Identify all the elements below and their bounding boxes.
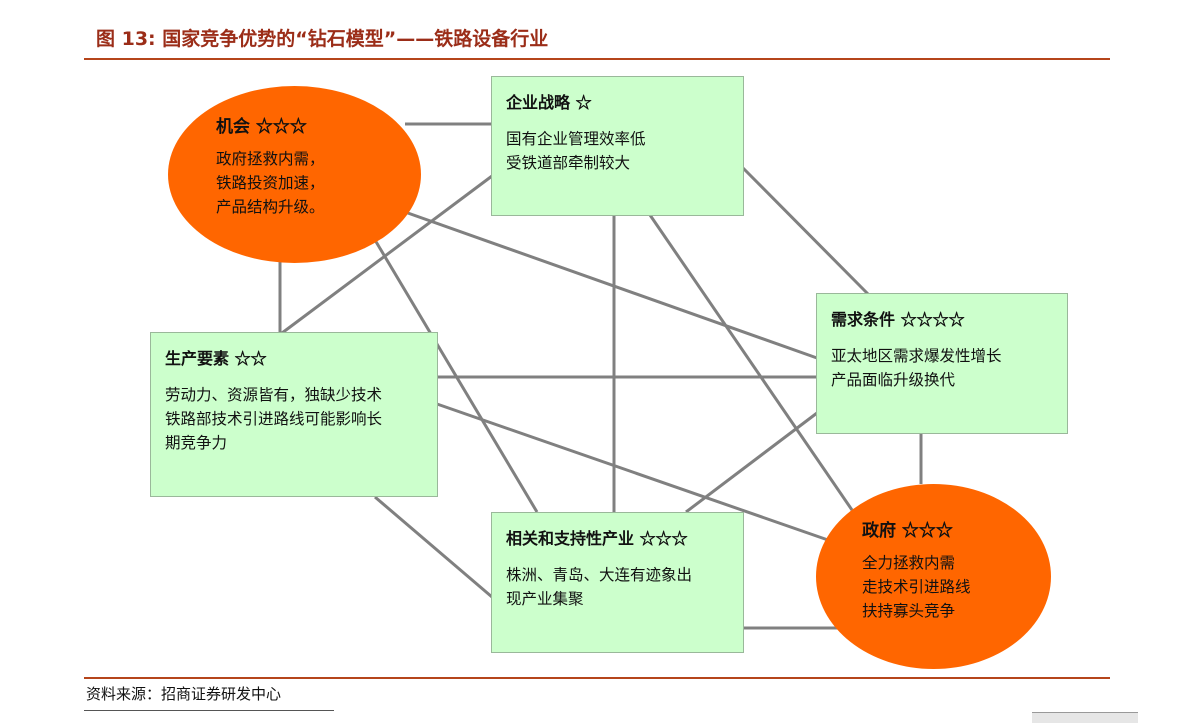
government-line: 全力拯救内需 — [862, 554, 956, 572]
footer-divider — [84, 677, 1110, 679]
opportunity-line: 铁路投资加速， — [216, 174, 325, 192]
demand-title: 需求条件 ☆☆☆☆ — [831, 310, 965, 329]
factors-line: 劳动力、资源皆有，独缺少技术 — [165, 386, 383, 404]
strategy-body: 国有企业管理效率低 受铁道部牵制较大 — [506, 127, 729, 175]
government-body: 全力拯救内需 走技术引进路线 扶持寡头竞争 — [862, 551, 1051, 623]
connector-strategy-government — [648, 214, 854, 511]
demand-box: 需求条件 ☆☆☆☆ 亚太地区需求爆发性增长 产品面临升级换代 — [816, 293, 1068, 434]
factors-line: 期竞争力 — [165, 434, 228, 452]
factors-body: 劳动力、资源皆有，独缺少技术 铁路部技术引进路线可能影响长 期竞争力 — [165, 383, 423, 455]
government-line: 扶持寡头竞争 — [862, 602, 956, 620]
page-corner-mark — [1032, 712, 1138, 723]
related-title: 相关和支持性产业 ☆☆☆ — [506, 529, 688, 548]
opportunity-title: 机会 ☆☆☆ — [216, 117, 307, 137]
strategy-line: 国有企业管理效率低 — [506, 130, 646, 148]
figure-title: 图 13: 国家竞争优势的“钻石模型”——铁路设备行业 — [96, 28, 549, 50]
factors-title: 生产要素 ☆☆ — [165, 349, 267, 368]
strategy-title: 企业战略 ☆ — [506, 93, 592, 112]
opportunity-oval: 机会 ☆☆☆ 政府拯救内需， 铁路投资加速， 产品结构升级。 — [168, 86, 421, 263]
footnote-divider — [84, 710, 334, 711]
related-line: 株洲、青岛、大连有迹象出 — [506, 566, 693, 584]
connector-strategy-factors — [281, 174, 493, 335]
opportunity-line: 政府拯救内需， — [216, 150, 325, 168]
opportunity-body: 政府拯救内需， 铁路投资加速， 产品结构升级。 — [216, 147, 421, 219]
related-line: 现产业集聚 — [506, 590, 584, 608]
connector-factors-government — [436, 402, 829, 542]
strategy-box: 企业战略 ☆ 国有企业管理效率低 受铁道部牵制较大 — [491, 76, 744, 216]
government-title: 政府 ☆☆☆ — [862, 521, 953, 541]
connector-strategy-demand — [741, 166, 870, 296]
source-note: 资料来源：招商证券研发中心 — [86, 685, 282, 703]
opportunity-line: 产品结构升级。 — [216, 198, 325, 216]
connector-opportunity-demand — [404, 210, 818, 360]
related-box: 相关和支持性产业 ☆☆☆ 株洲、青岛、大连有迹象出 现产业集聚 — [491, 512, 744, 653]
title-divider — [84, 58, 1110, 60]
demand-body: 亚太地区需求爆发性增长 产品面临升级换代 — [831, 344, 1053, 392]
demand-line: 产品面临升级换代 — [831, 371, 956, 389]
factors-line: 铁路部技术引进路线可能影响长 — [165, 410, 383, 428]
strategy-line: 受铁道部牵制较大 — [506, 154, 631, 172]
demand-line: 亚太地区需求爆发性增长 — [831, 347, 1002, 365]
related-body: 株洲、青岛、大连有迹象出 现产业集聚 — [506, 563, 729, 611]
connector-demand-related — [685, 411, 818, 514]
connector-factors-related — [374, 495, 493, 599]
factors-box: 生产要素 ☆☆ 劳动力、资源皆有，独缺少技术 铁路部技术引进路线可能影响长 期竞… — [150, 332, 438, 497]
government-oval: 政府 ☆☆☆ 全力拯救内需 走技术引进路线 扶持寡头竞争 — [816, 484, 1051, 669]
government-line: 走技术引进路线 — [862, 578, 971, 596]
